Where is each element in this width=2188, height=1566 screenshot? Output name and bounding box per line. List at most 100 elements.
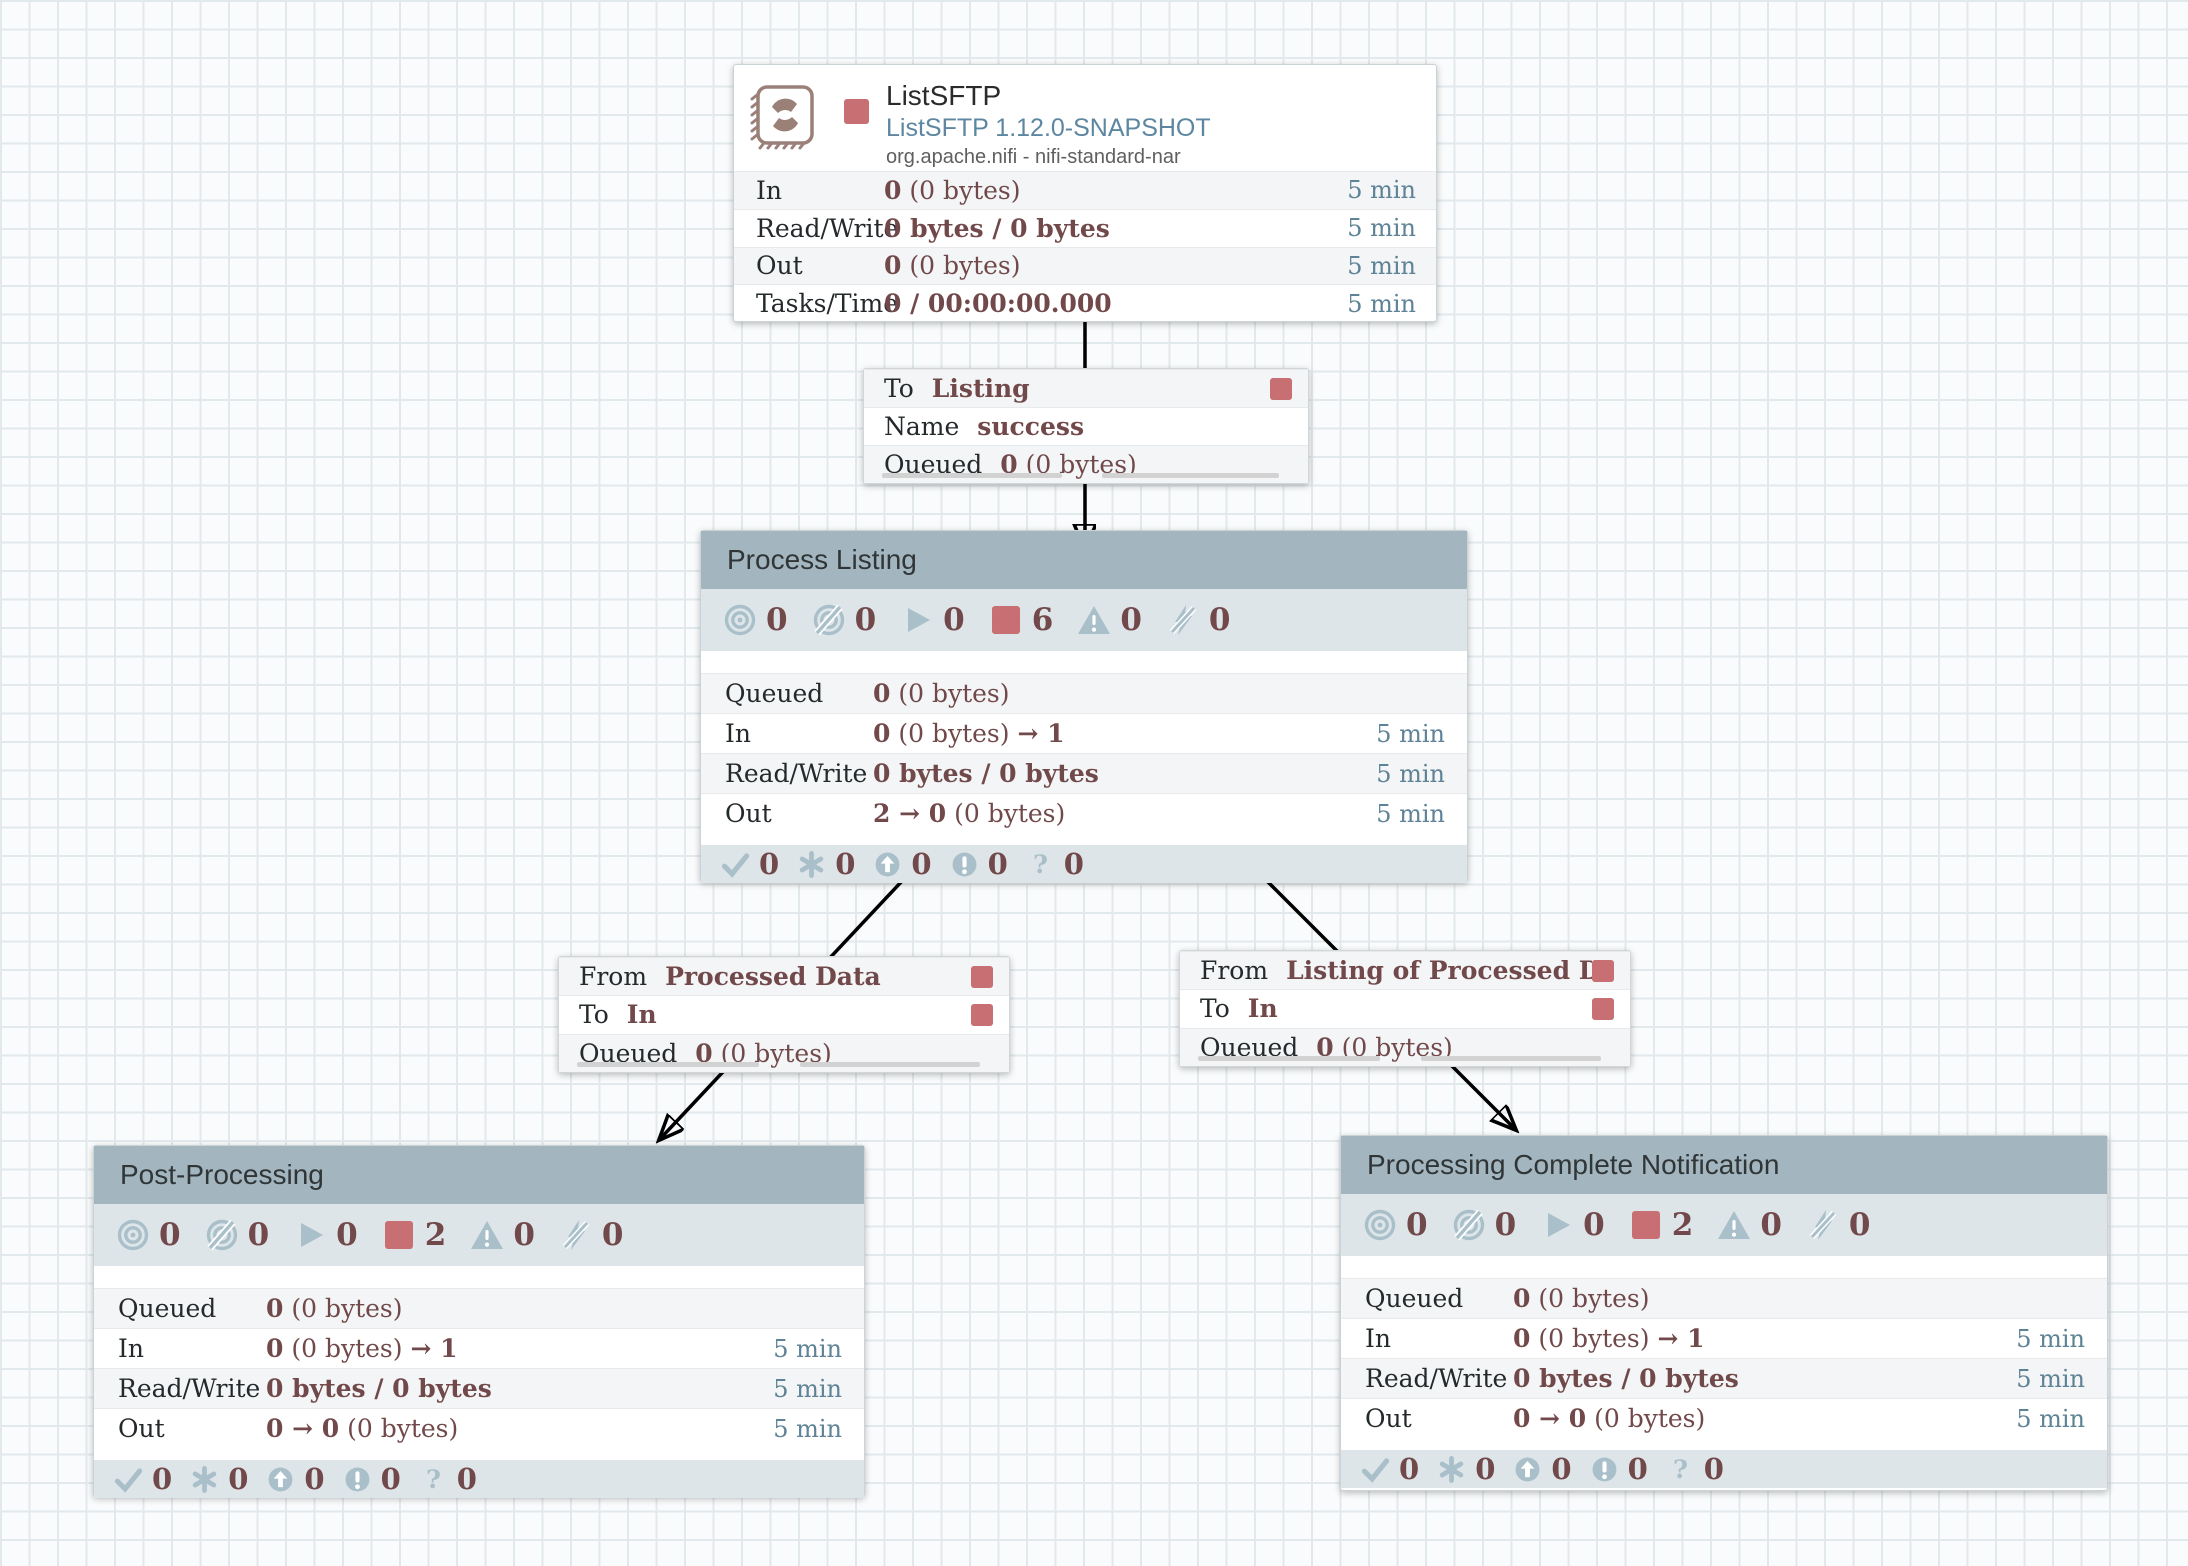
stale-pair: 0 <box>266 1462 325 1496</box>
stat-value: 0 → 0 (0 bytes) <box>266 1414 459 1443</box>
stopped-status-icon <box>1592 997 1614 1020</box>
backpressure-size-bar <box>799 1062 980 1067</box>
sync-failure-pair: ?0 <box>419 1462 477 1496</box>
stopped-count: 2 <box>1671 1207 1694 1243</box>
running-pair: 0 <box>293 1217 358 1253</box>
stat-value: 0 bytes / 0 bytes <box>266 1374 492 1403</box>
stat-value: 0 (0 bytes) <box>266 1294 403 1323</box>
sync-failure-count: 0 <box>1703 1452 1724 1486</box>
transmitting-count: 0 <box>159 1217 181 1253</box>
stat-value: 0 bytes / 0 bytes <box>1513 1364 1739 1393</box>
stat-label: In <box>1365 1324 1391 1353</box>
not-transmitting-count: 0 <box>854 602 877 638</box>
sync-failure-count: 0 <box>456 1462 477 1496</box>
invalid-icon <box>1077 603 1111 637</box>
transmitting-pair: 0 <box>1363 1207 1428 1243</box>
locally-modified-stale-pair: 0 <box>950 847 1008 881</box>
transmitting-icon <box>723 603 757 637</box>
stat-time-window: 5 min <box>1347 251 1416 280</box>
stopped-status-icon <box>971 965 993 988</box>
locally-modified-pair: 0 <box>1437 1452 1495 1486</box>
stat-label: Tasks/Time <box>756 289 899 319</box>
stat-value: 0 / 00:00:00.000 <box>884 289 1112 319</box>
process-group-title: Processing Complete Notification <box>1367 1149 1780 1180</box>
process-group-header: Post-Processing <box>94 1146 864 1204</box>
stat-time-window: 5 min <box>1347 214 1416 243</box>
disabled-icon <box>559 1218 593 1252</box>
stat-label: In <box>118 1334 144 1363</box>
connection-row-label: From <box>579 962 648 992</box>
stat-time-window: 5 min <box>1376 719 1445 748</box>
stat-label: Read/Write <box>725 759 868 788</box>
sync-failure-icon: ? <box>1666 1455 1695 1484</box>
transmitting-count: 0 <box>1406 1207 1428 1243</box>
svg-text:?: ? <box>1673 1455 1688 1484</box>
stat-time-window: 5 min <box>773 1374 842 1403</box>
sync-failure-pair: ?0 <box>1026 847 1084 881</box>
stat-time-window: 5 min <box>2016 1324 2085 1353</box>
stat-value: 0 bytes / 0 bytes <box>873 759 1099 788</box>
locally-modified-stale-count: 0 <box>987 847 1008 881</box>
connection-row-value: Processed Data <box>665 962 881 992</box>
invalid-pair: 0 <box>470 1217 535 1253</box>
invalid-count: 0 <box>1760 1207 1782 1243</box>
transmitting-icon <box>1363 1208 1397 1242</box>
disabled-count: 0 <box>1208 602 1231 638</box>
up-to-date-count: 0 <box>1399 1452 1420 1486</box>
stat-label: Out <box>725 799 772 828</box>
stopped-status-icon <box>1592 959 1614 982</box>
locally-modified-stale-icon <box>343 1465 372 1494</box>
sync-failure-pair: ?0 <box>1666 1452 1724 1486</box>
stat-value: 0 (0 bytes) → 1 <box>266 1334 458 1363</box>
processor-listsftp[interactable]: ListSFTP ListSFTP 1.12.0-SNAPSHOT org.ap… <box>733 64 1437 322</box>
disabled-count: 0 <box>601 1217 624 1253</box>
backpressure-bars <box>864 473 1308 478</box>
backpressure-object-bar <box>577 1062 760 1067</box>
invalid-icon <box>470 1218 504 1252</box>
locally-modified-pair: 0 <box>190 1462 248 1496</box>
connection-row-value: In <box>1247 994 1278 1024</box>
backpressure-object-bar <box>1198 1056 1381 1061</box>
process-group-header: Process Listing <box>701 531 1467 589</box>
svg-text:?: ? <box>1033 850 1048 879</box>
process-group-header: Processing Complete Notification <box>1341 1136 2107 1194</box>
locally-modified-stale-count: 0 <box>380 1462 401 1496</box>
sync-failure-icon: ? <box>419 1465 448 1494</box>
locally-modified-icon <box>797 850 826 879</box>
locally-modified-icon <box>1437 1455 1466 1484</box>
backpressure-size-bar <box>1420 1056 1601 1061</box>
connection-row-label: To <box>579 1000 609 1030</box>
stopped-count: 2 <box>424 1217 447 1253</box>
stat-time-window: 5 min <box>773 1414 842 1443</box>
invalid-icon <box>1717 1208 1751 1242</box>
process-group-title: Process Listing <box>727 544 917 575</box>
connection-row-value: Listing of Processed D... <box>1286 956 1592 986</box>
stat-value: 2 → 0 (0 bytes) <box>873 799 1066 828</box>
up-to-date-icon <box>721 850 750 879</box>
stale-icon <box>873 850 902 879</box>
stat-time-window: 5 min <box>1347 176 1416 205</box>
stopped-status-icon <box>971 1003 993 1026</box>
backpressure-object-bar <box>881 473 1062 478</box>
up-to-date-pair: 0 <box>721 847 779 881</box>
